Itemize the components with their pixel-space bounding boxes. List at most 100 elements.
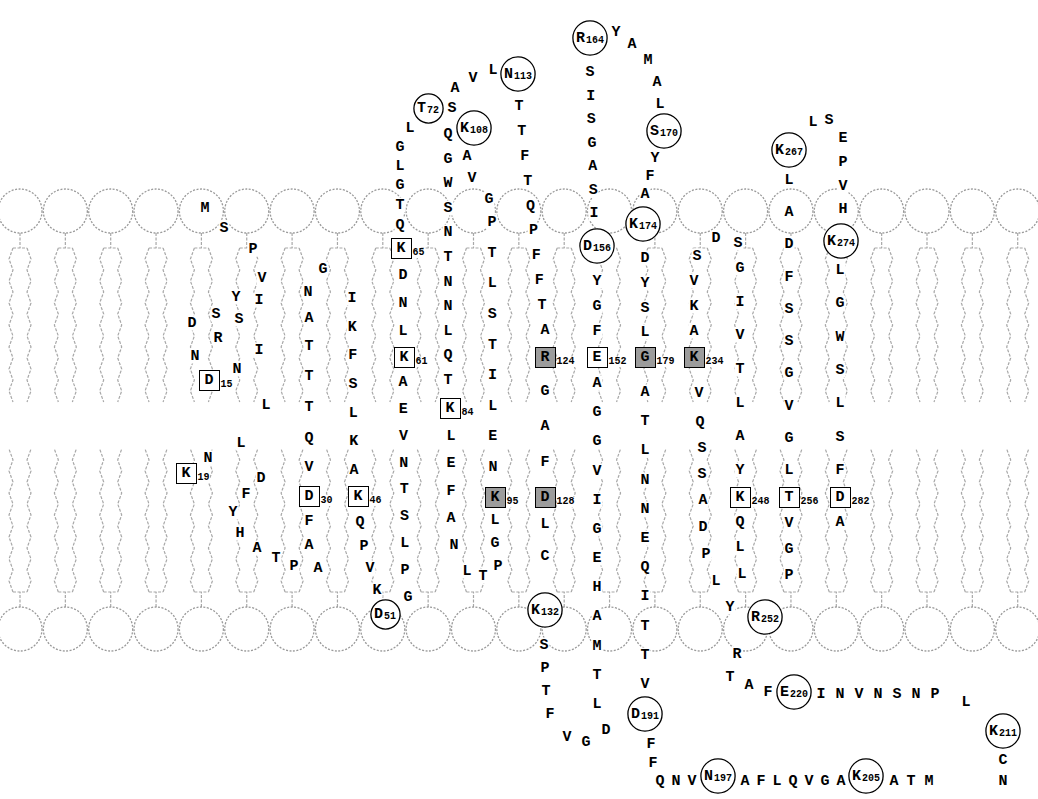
residue-letter: G — [394, 140, 405, 155]
lipid-tail — [9, 449, 13, 592]
residue-letter: L — [807, 115, 818, 130]
residue-letter: A — [303, 311, 314, 326]
residue-letter: K — [347, 319, 358, 334]
lipid-tail — [155, 592, 156, 607]
lipid-tail — [428, 592, 429, 607]
residue-letter: K — [775, 143, 784, 158]
residue-letter: P — [528, 223, 539, 238]
residue-number: 211 — [999, 729, 1017, 739]
residue-letter: Y — [724, 600, 735, 615]
residue-label: D191 — [631, 707, 659, 722]
residue-letter: G — [783, 430, 794, 445]
residue-letter: Y — [649, 151, 660, 166]
residue-letter: Q — [394, 218, 405, 233]
residue-letter: F — [240, 487, 251, 502]
residue-letter: V — [466, 171, 477, 186]
lipid-head — [315, 607, 359, 651]
residue-letter: G — [591, 521, 602, 536]
residue-letter: T — [724, 670, 735, 685]
lipid-tail — [881, 233, 882, 248]
lipid-tail — [526, 248, 530, 402]
lipid-tail — [390, 449, 394, 592]
lipid-tail — [201, 592, 202, 607]
residue-number: 152 — [609, 357, 627, 367]
residue-letter: T — [394, 198, 405, 213]
lipid-head — [724, 189, 768, 233]
lipid-tail — [19, 233, 20, 248]
residue-letter: V — [693, 386, 704, 401]
lipid-tail — [194, 247, 208, 248]
lipid-tail — [376, 247, 390, 248]
lipid-head — [905, 607, 949, 651]
lipid-tail — [1011, 591, 1025, 592]
lipid-tail — [27, 248, 31, 402]
lipid-tail — [916, 449, 920, 592]
residue-letter: L — [394, 159, 405, 174]
lipid-tail — [1025, 248, 1029, 402]
residue-letter: E — [780, 685, 789, 700]
residue-number: 205 — [862, 774, 880, 784]
residue-number: 267 — [785, 148, 803, 158]
lipid-tail — [194, 591, 208, 592]
lipid-tail — [784, 591, 798, 592]
lipid-tail — [518, 592, 519, 607]
residue-number: 30 — [321, 496, 333, 506]
residue-letter: N — [504, 67, 513, 82]
residue-letter: T — [303, 339, 314, 354]
lipid-tail — [473, 592, 474, 607]
residue-letter: S — [446, 101, 457, 116]
residue-letter: L — [445, 429, 456, 444]
residue-circle: K174 — [625, 206, 661, 242]
residue-letter: A — [591, 609, 602, 624]
lipid-tail — [829, 591, 843, 592]
shaded-residue-box: K95 — [485, 487, 506, 508]
lipid-head — [43, 607, 87, 651]
residue-letter: F — [755, 774, 766, 789]
lipid-tail — [979, 449, 983, 592]
residue-letter: L — [654, 97, 665, 112]
lipid-tail — [54, 449, 58, 592]
residue-letter: W — [442, 176, 453, 191]
lipid-head — [134, 189, 178, 233]
lipid-tail — [467, 591, 481, 592]
lipid-tail — [648, 247, 662, 248]
lipid-tail — [145, 449, 149, 592]
residue-ring-outline — [501, 57, 535, 91]
lipid-tail — [54, 248, 58, 402]
lipid-tail — [163, 248, 167, 402]
lipid-tail — [281, 449, 285, 592]
residue-letter: I — [639, 589, 650, 604]
lipid-tail — [564, 592, 565, 607]
lipid-head — [225, 189, 269, 233]
lipid-tail — [526, 449, 530, 592]
lipid-tail — [745, 592, 746, 607]
residue-letter: N — [487, 460, 498, 475]
residue-letter: Y — [230, 290, 241, 305]
residue-label: N113 — [504, 67, 532, 82]
residue-letter: A — [688, 324, 699, 339]
residue-letter: G — [819, 774, 830, 789]
residue-letter: Y — [610, 25, 621, 40]
residue-letter: A — [888, 774, 899, 789]
residue-letter: Q — [303, 431, 314, 446]
residue-letter: K — [989, 724, 998, 739]
lipid-tail — [508, 449, 512, 592]
residue-letter: I — [591, 492, 602, 507]
residue-letter: N — [997, 774, 1008, 789]
lipid-tail — [603, 591, 617, 592]
lipid-tail — [330, 591, 344, 592]
residue-letter: F — [834, 463, 845, 478]
residue-letter: A — [449, 81, 460, 96]
residue-letter: L — [783, 173, 794, 188]
lipid-tail — [240, 591, 254, 592]
residue-letter: E — [487, 429, 498, 444]
residue-ring-outline — [777, 675, 811, 709]
lipid-tail — [145, 248, 149, 402]
residue-number: 72 — [427, 106, 439, 116]
residue-number: 128 — [557, 497, 575, 507]
residue-letter: K — [396, 241, 405, 256]
residue-letter: F — [644, 169, 655, 184]
residue-letter: L — [591, 697, 602, 712]
residue-circle: N197 — [700, 758, 736, 794]
residue-letter: R — [751, 610, 760, 625]
